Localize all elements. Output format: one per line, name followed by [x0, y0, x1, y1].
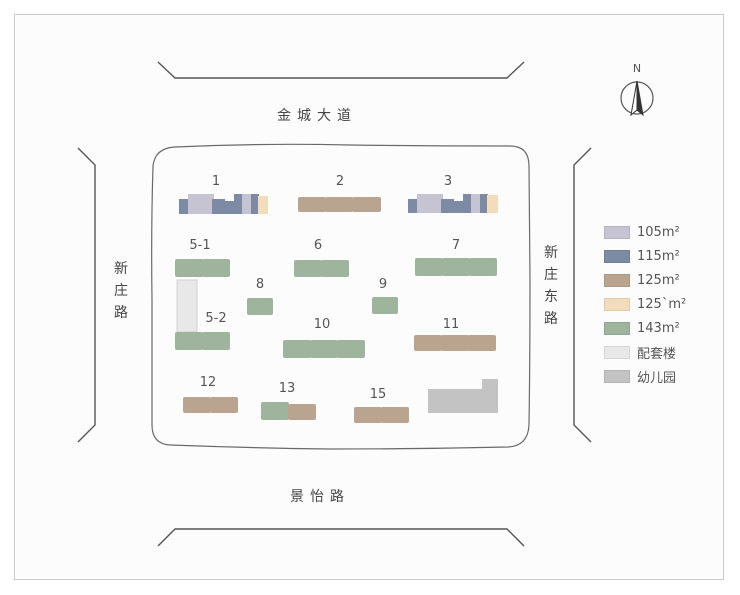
building-label-5-1: 5-1 [189, 238, 211, 253]
legend-swatch [604, 369, 630, 383]
road-label-west: 新庄路 [114, 261, 128, 321]
legend-item-143: 143m² [604, 316, 686, 340]
building-15 [354, 407, 409, 423]
legend-item-115: 115m² [604, 244, 686, 268]
road-label-north: 金城大道 [277, 108, 357, 124]
building-9 [372, 297, 398, 314]
building-label-10: 10 [313, 317, 331, 332]
kindergarten-building [428, 379, 498, 413]
building-label-2: 2 [335, 174, 345, 189]
legend-swatch [604, 321, 630, 335]
legend-label: 105m² [637, 224, 680, 240]
building-label-12: 12 [199, 375, 217, 390]
compass-rose-icon [620, 80, 654, 117]
building-7 [415, 258, 497, 276]
map-frame [14, 14, 724, 580]
legend-swatch [604, 225, 630, 239]
north-compass: N [617, 62, 657, 118]
legend-item-105: 105m² [604, 220, 686, 244]
legend-swatch [604, 345, 630, 359]
building-11 [414, 335, 496, 351]
building-5-1 [175, 259, 230, 277]
legend-label: 125`m² [637, 296, 687, 312]
legend-item-facility: 配套楼 [604, 340, 686, 364]
compass-label: N [632, 62, 642, 75]
building-1 [179, 194, 268, 214]
legend-label: 配套楼 [637, 346, 677, 362]
road-label-south: 景怡路 [290, 489, 350, 505]
legend-label: 143m² [637, 320, 680, 336]
building-12 [183, 397, 238, 413]
road-label-east: 新庄东路 [544, 245, 558, 327]
legend-label: 125m² [637, 272, 680, 288]
legend-swatch [604, 297, 630, 311]
building-label-6: 6 [313, 238, 323, 253]
building-label-11: 11 [442, 317, 460, 332]
building-label-7: 7 [451, 238, 461, 253]
building-label-8: 8 [255, 277, 265, 292]
building-13 [261, 402, 316, 420]
building-label-15: 15 [369, 387, 387, 402]
building-3 [408, 194, 498, 213]
legend-label: 幼儿园 [637, 370, 677, 386]
legend-item-kindergarten: 幼儿园 [604, 364, 686, 388]
building-label-1: 1 [211, 174, 221, 189]
building-label-9: 9 [378, 277, 388, 292]
legend-swatch [604, 249, 630, 263]
building-label-3: 3 [443, 174, 453, 189]
legend-item-125: 125m² [604, 268, 686, 292]
legend-label: 115m² [637, 248, 680, 264]
building-8 [247, 298, 273, 315]
building-label-13: 13 [278, 381, 296, 396]
building-2 [298, 197, 381, 212]
legend-swatch [604, 273, 630, 287]
building-6 [294, 260, 349, 277]
road-north-edge [157, 61, 525, 79]
legend-item-125b: 125`m² [604, 292, 686, 316]
road-east-edge [573, 147, 592, 443]
building-label-5-2: 5-2 [205, 311, 227, 326]
road-south-edge [157, 528, 525, 547]
legend: 105m² 115m² 125m² 125`m² 143m² 配套楼 幼儿园 [604, 220, 686, 388]
building-10 [283, 340, 365, 358]
site-boundary [151, 143, 531, 450]
facility-building [176, 279, 198, 333]
building-5-2 [175, 332, 230, 350]
road-west-edge [77, 147, 96, 443]
